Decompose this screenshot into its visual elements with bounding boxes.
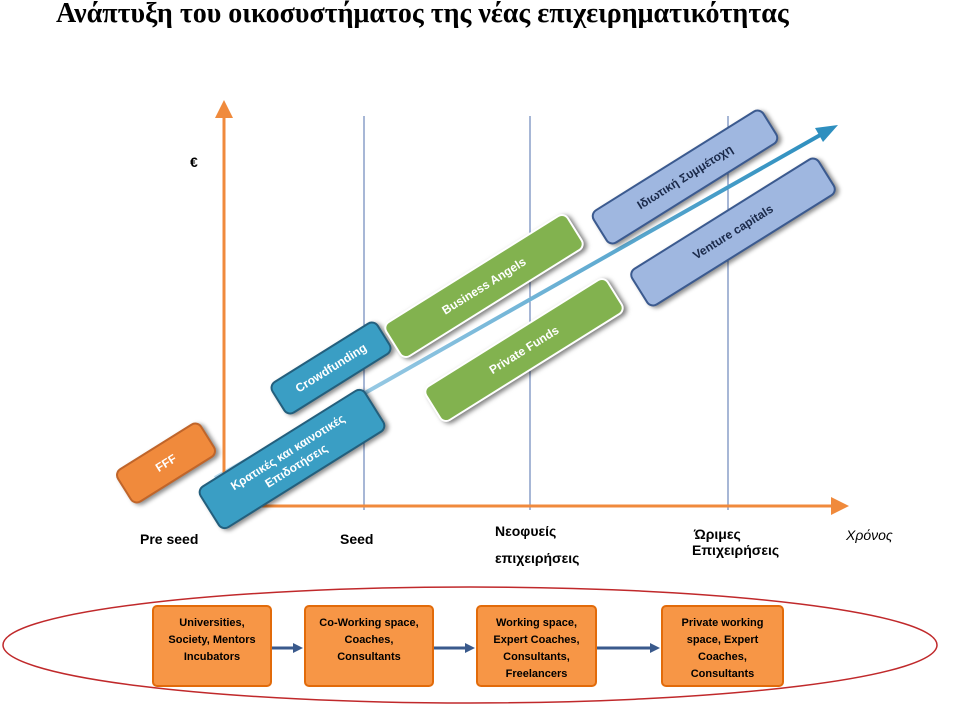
- support-box-coworking: Co-Working space, Coaches, Consultants: [304, 605, 434, 687]
- stage-mature-line1: Ώριμες: [694, 526, 741, 542]
- flow-arrow-1-head: [293, 643, 303, 653]
- support-box-4-line: Consultants: [690, 668, 755, 680]
- support-box-3-line: Consultants,: [503, 651, 570, 663]
- support-box-2-line: Co-Working space,: [319, 617, 419, 629]
- stage-startup: Νεοφυείς επιχειρήσεις: [495, 523, 579, 566]
- stage-mature: Ώριμες Επιχειρήσεις: [692, 526, 779, 558]
- support-box-1-line: Universities,: [179, 617, 245, 629]
- support-box-4-line: Private working: [681, 617, 764, 629]
- support-box-private-working: Private working space, Expert Coaches, C…: [661, 605, 784, 687]
- stage-preseed: Pre seed: [140, 531, 199, 547]
- support-box-universities: Universities, Society, Mentors Incubator…: [152, 605, 272, 687]
- support-box-working-space: Working space, Expert Coaches, Consultan…: [476, 605, 597, 687]
- growth-arrow-head: [815, 125, 838, 142]
- stage-startup-line1: Νεοφυείς: [495, 523, 557, 539]
- support-box-4-line: space, Expert: [686, 634, 759, 646]
- y-axis-arrowhead: [215, 100, 233, 118]
- support-box-3-line: Freelancers: [505, 668, 568, 680]
- support-box-1-line: Incubators: [183, 651, 241, 663]
- support-box-1-line: Society, Mentors: [168, 634, 256, 646]
- support-box-3-line: Expert Coaches,: [493, 634, 580, 646]
- support-box-2-line: Coaches,: [344, 634, 394, 646]
- flow-arrow-3-head: [650, 643, 660, 653]
- x-axis-arrowhead: [831, 497, 849, 515]
- support-box-2-line: Consultants: [337, 651, 401, 663]
- box-fff-label: FFF: [152, 451, 180, 475]
- stage-mature-line2: Επιχειρήσεις: [692, 542, 780, 558]
- x-axis-label: Χρόνος: [846, 527, 893, 543]
- flow-arrow-2-head: [465, 643, 475, 653]
- stage-seed: Seed: [340, 531, 374, 547]
- support-box-4-line: Coaches,: [698, 651, 747, 663]
- y-axis-label: €: [190, 154, 198, 170]
- page-title: Ανάπτυξη του οικοσυστήματος της νέας επι…: [56, 0, 789, 29]
- support-box-3-line: Working space,: [495, 617, 578, 629]
- support-ellipse: [2, 586, 938, 704]
- stage-startup-line2: επιχειρήσεις: [495, 550, 580, 566]
